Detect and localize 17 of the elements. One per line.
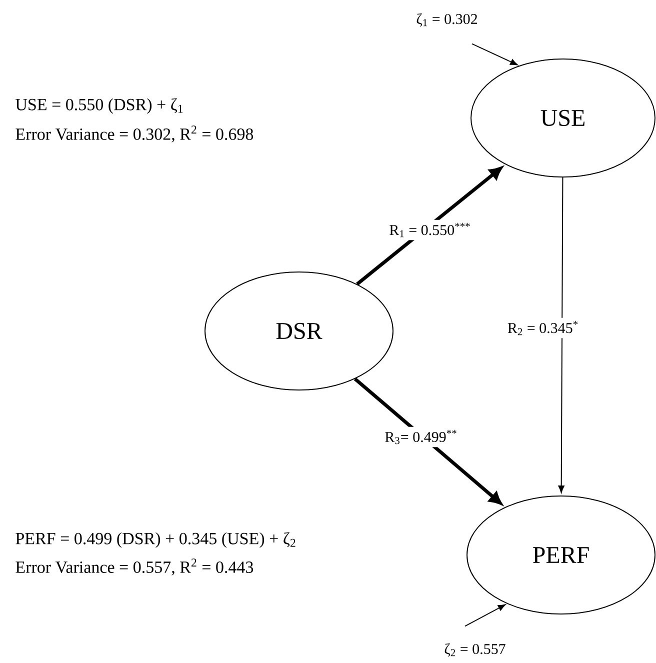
arrow — [472, 43, 518, 66]
arrow — [354, 378, 502, 505]
arrow — [558, 177, 564, 493]
arrow — [356, 166, 502, 286]
ellipse-node: USE — [470, 58, 656, 178]
ellipse-node: DSR — [204, 272, 394, 390]
error-term-label: ζ$_{2}$ = 0.557 — [444, 643, 506, 657]
equation-text: USE = 0.550 (DSR) + ζ$_{1}$ — [16, 98, 183, 114]
equation-text: Error Variance = 0.302, R$^{2}$ = 0.698 — [16, 126, 254, 142]
equation-text: PERF = 0.499 (DSR) + 0.345 (USE) + ζ$_{2}$ — [16, 532, 296, 548]
error-term-label: ζ$_{1}$ = 0.302 — [416, 13, 477, 27]
equation-text: Error Variance = 0.557, R$^{2}$ = 0.443 — [16, 558, 254, 576]
edge-label: R$_{2}$ = 0.345$^{*}$ — [504, 318, 582, 338]
arrow — [464, 604, 506, 627]
ellipse-node: PERF — [466, 496, 656, 614]
edge-label: R$_{1}$ = 0.550$^{***}$ — [386, 220, 474, 240]
edge-label: R$_{3}$= 0.499$^{**}$ — [382, 426, 460, 448]
